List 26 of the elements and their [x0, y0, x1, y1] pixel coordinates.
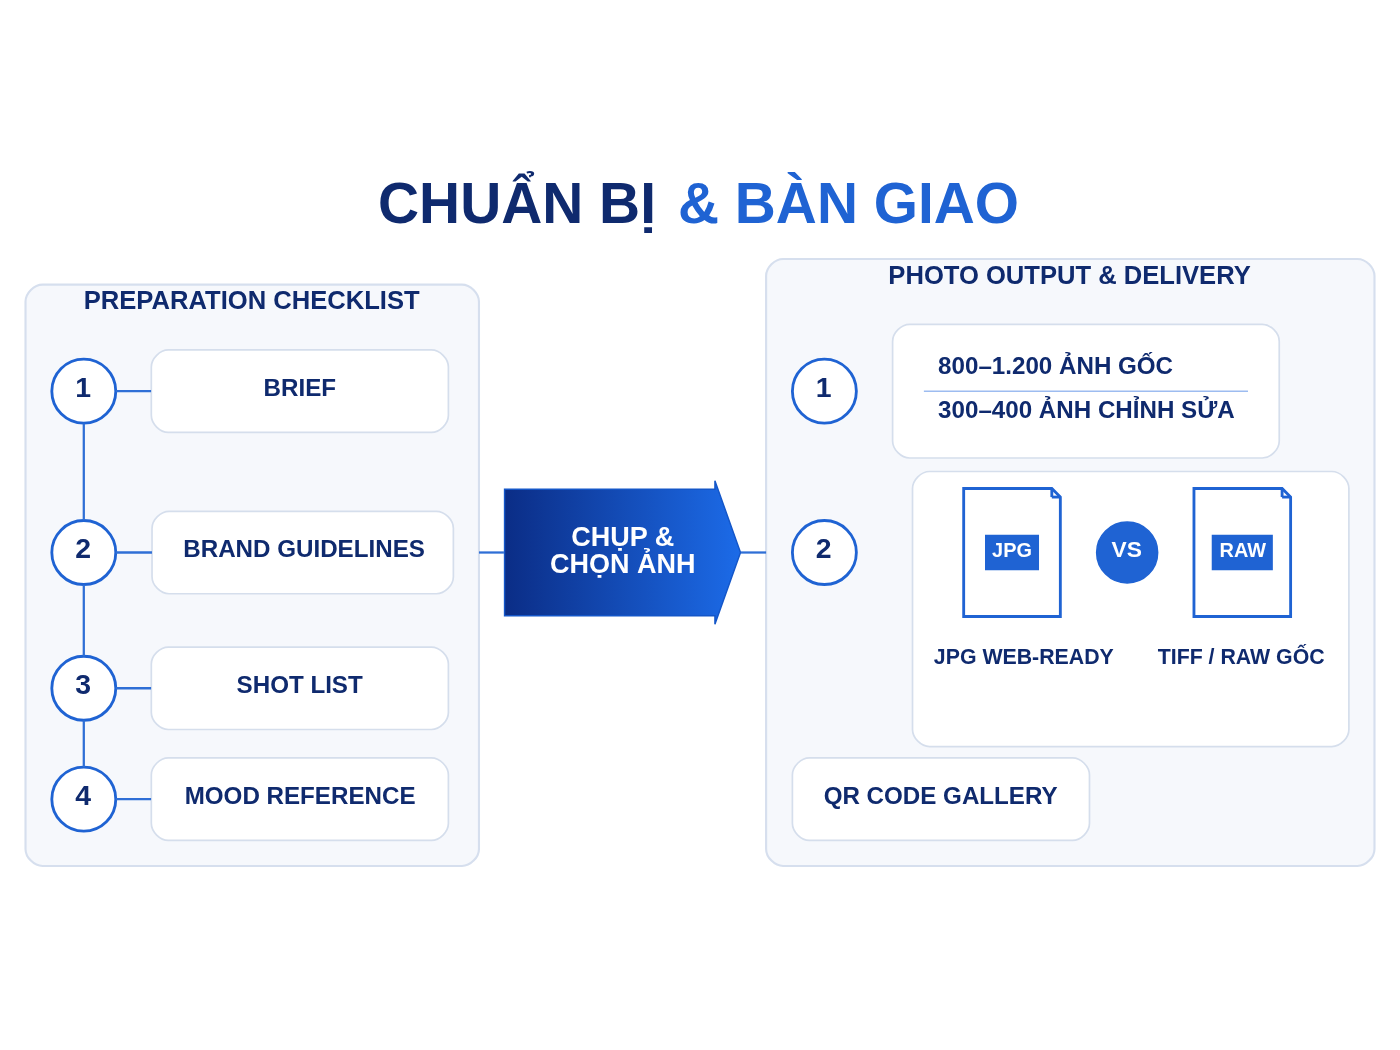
node-circle: 2	[791, 518, 858, 586]
node-box: QR CODE GALLERY	[791, 756, 1091, 841]
node-circle: 2	[50, 518, 118, 586]
connector	[115, 686, 152, 689]
connector	[740, 550, 767, 554]
cluster	[911, 470, 1350, 747]
node-label: TIFF / RAW GỐC	[1157, 644, 1325, 669]
node-box: 800–1.200 ẢNH GỐC 300–400 ẢNH CHỈNH SỬA	[891, 323, 1281, 459]
connector	[82, 584, 85, 656]
connector	[478, 550, 504, 554]
connector	[82, 719, 85, 767]
connector	[82, 423, 85, 520]
node-circle: 1	[791, 357, 858, 425]
node-box: BRAND GUIDELINES	[151, 509, 455, 595]
node-box: BRIEF	[150, 348, 450, 433]
connector	[115, 389, 152, 392]
node-label: JPG WEB-READY	[933, 644, 1114, 669]
connector	[115, 797, 152, 800]
node-circle: 3	[50, 654, 118, 722]
diagram-title: CHUẨN BỊ & BÀN GIAO	[378, 171, 1020, 235]
node-box: SHOT LIST	[150, 645, 450, 730]
node-circle: VS	[1095, 520, 1159, 584]
node-circle: 1	[50, 357, 118, 425]
node-box: MOOD REFERENCE	[150, 756, 450, 841]
connector	[115, 550, 152, 554]
node-circle: 4	[50, 765, 118, 833]
